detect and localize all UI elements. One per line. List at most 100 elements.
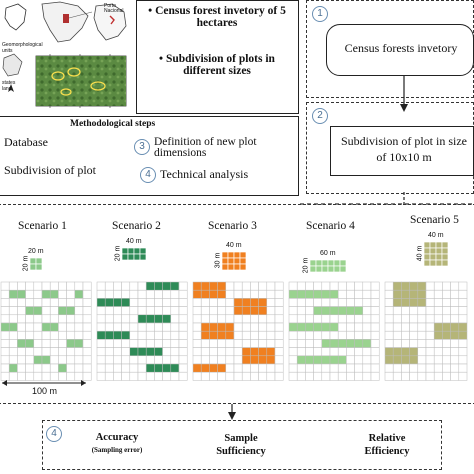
grid-cell (225, 355, 235, 365)
grid-cell (274, 322, 284, 332)
grid-cell (209, 363, 218, 373)
grid-cell (313, 298, 323, 307)
grid-cell (170, 298, 180, 307)
grid-cell (145, 314, 155, 324)
plot-icon-cell (35, 263, 43, 271)
grid-cell (442, 298, 451, 307)
grid-cell (384, 347, 394, 357)
grid-cell (274, 371, 284, 381)
grid-cell (33, 371, 43, 381)
grid-cell (305, 330, 314, 340)
grid-cell (329, 355, 339, 365)
step-4-badge: 4 (140, 167, 156, 183)
grid-cell (192, 289, 202, 299)
grid-cell (442, 281, 451, 291)
grid-cell (401, 339, 410, 348)
grid-cell (329, 306, 339, 316)
plot-icon-cell (127, 247, 135, 255)
grid-cell (96, 298, 106, 307)
grid-cell (162, 363, 172, 373)
grid-cell (250, 330, 259, 340)
grid-cell (250, 339, 259, 348)
method-item-subdivision: Subdivision of plot (4, 163, 97, 177)
grid-cell (209, 322, 218, 332)
grid-cell (346, 281, 355, 291)
grid-cell (8, 339, 18, 348)
grid-cell (0, 314, 10, 324)
grid-cell (425, 314, 435, 324)
grid-cell (425, 298, 435, 307)
grid-cell (96, 314, 106, 324)
grid-cell (192, 306, 202, 316)
grid-cell (8, 281, 18, 291)
grid-cell (337, 306, 347, 316)
grid-cell (74, 371, 84, 381)
grid-cell (337, 347, 347, 357)
grid-cell (209, 347, 218, 357)
grid-cell (74, 330, 84, 340)
plot-icon-cell (133, 247, 141, 255)
grid-cell (0, 371, 10, 381)
grid-cell (305, 298, 314, 307)
grid-cell (433, 330, 443, 340)
grid-cell (66, 363, 76, 373)
grid-cell (0, 363, 10, 373)
scenarios-frame (0, 204, 474, 404)
grid-cell (66, 314, 76, 324)
grid-cell (66, 371, 76, 381)
grid-cell (337, 355, 347, 365)
grid-cell (217, 330, 227, 340)
grid-cell (409, 355, 419, 365)
grid-cell (17, 289, 26, 299)
grid-cell (266, 339, 276, 348)
grid-cell (82, 339, 92, 348)
scenario-width-label-2: 40 m (126, 238, 142, 245)
grid-cell (41, 281, 51, 291)
grid-cell (354, 314, 364, 324)
grid-cell (425, 355, 435, 365)
grid-cell (192, 281, 202, 291)
grid-cell (17, 322, 26, 332)
grid-cell (313, 281, 323, 291)
grid-cell (137, 314, 147, 324)
grid-cell (288, 289, 298, 299)
grid-cell (25, 298, 35, 307)
grid-cell (266, 306, 276, 316)
grid-cell (58, 330, 67, 340)
grid-cell (49, 298, 59, 307)
bullet-item-1: • Census forest invetory of 5 hectares (148, 5, 286, 29)
grid-cell (162, 322, 172, 332)
grid-cell (417, 322, 427, 332)
grid-cell (288, 298, 298, 307)
grid-cell (178, 330, 188, 340)
grid-cell (241, 355, 251, 365)
method-item-technical: Technical analysis (160, 167, 249, 181)
grid-cell (170, 314, 180, 324)
grid-cell (296, 363, 306, 373)
grid-cell (58, 289, 67, 299)
scenario-label-3: Scenario 3 (208, 220, 257, 232)
grid-cell (233, 289, 243, 299)
grid-cell (313, 355, 323, 365)
grid-cell (104, 363, 114, 373)
grid-cell (49, 314, 59, 324)
grid-cell (450, 339, 460, 348)
grid-cell (25, 330, 35, 340)
grid-cell (33, 314, 43, 324)
grid-cell (321, 371, 331, 381)
grid-cell (337, 363, 347, 373)
grid-cell (162, 371, 172, 381)
grid-cell (401, 363, 410, 373)
grid-cell (296, 339, 306, 348)
grid-cell (145, 306, 155, 316)
grid-cell (346, 363, 355, 373)
grid-cell (96, 371, 106, 381)
grid-cell (170, 289, 180, 299)
plot-icon-cell (339, 265, 347, 273)
grid-cell (154, 298, 163, 307)
plot-icon-cell (435, 247, 443, 255)
grid-cell (442, 322, 451, 332)
grid-cell (442, 371, 451, 381)
plot-icon-cell (327, 265, 335, 273)
grid-cell (274, 347, 284, 357)
